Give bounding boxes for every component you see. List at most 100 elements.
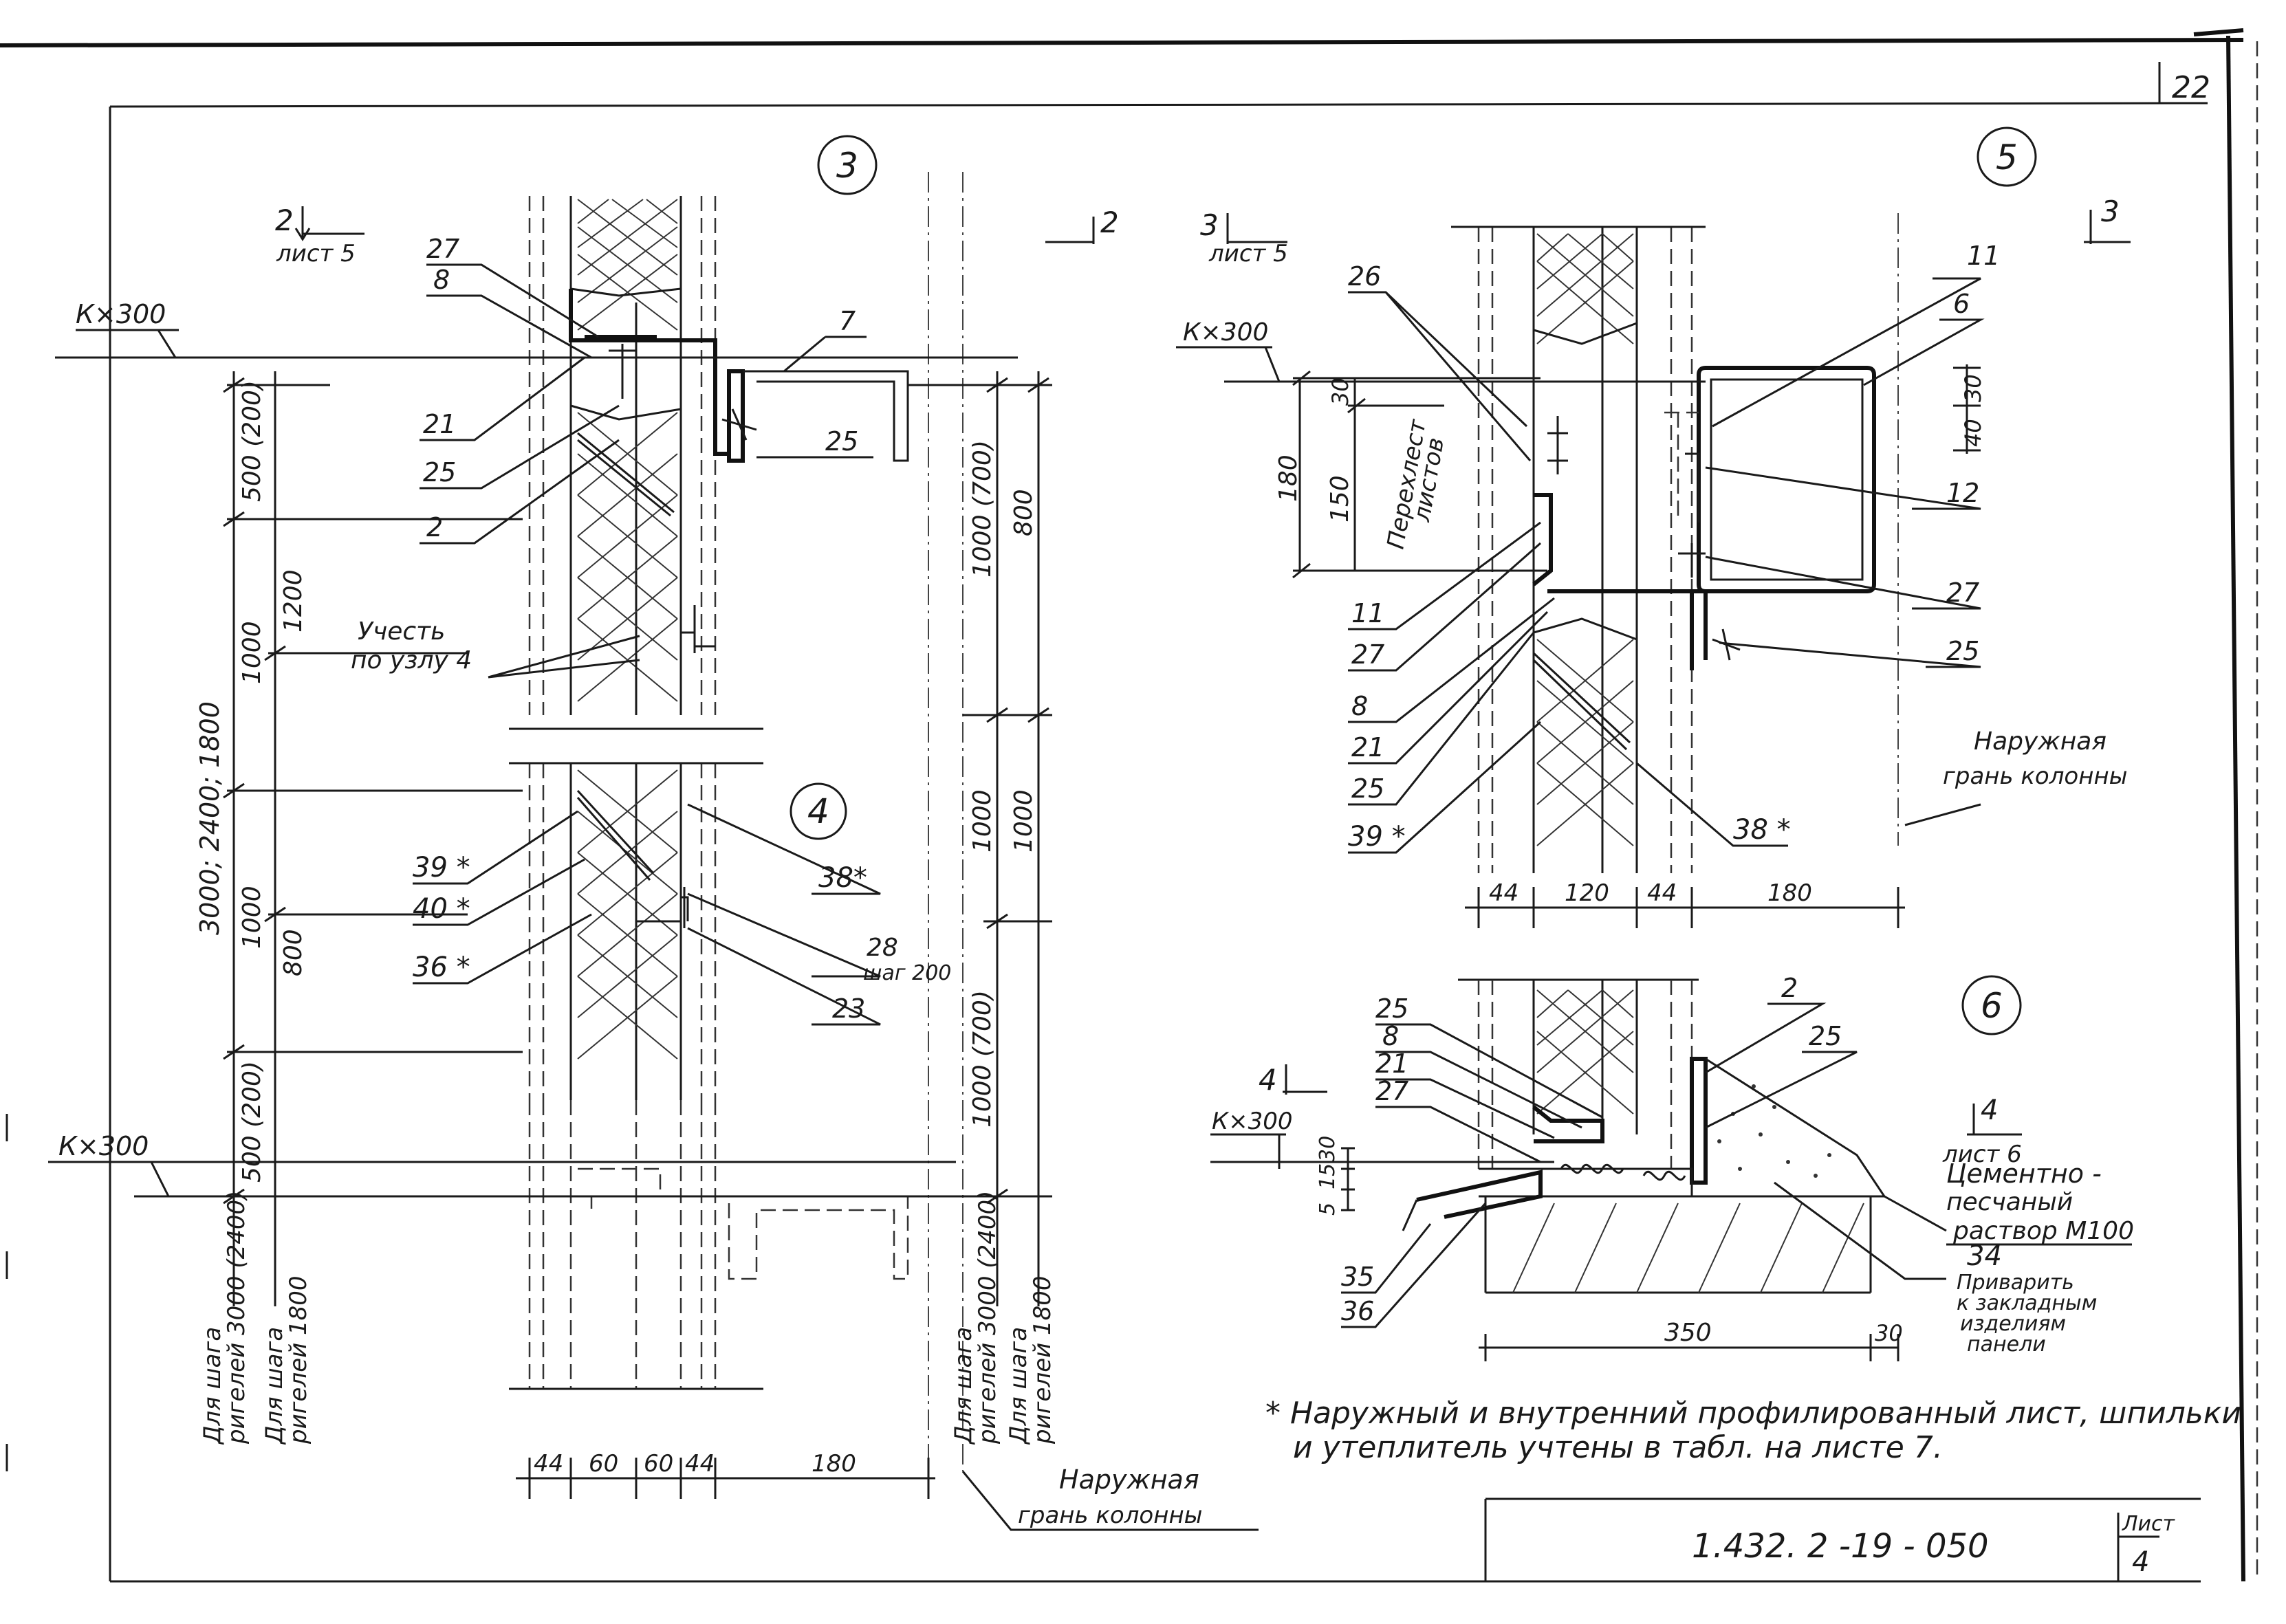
svg-text:30: 30 [1875,1320,1903,1346]
svg-text:шаг 200: шаг 200 [863,961,951,985]
left-wall-section [509,172,964,1471]
svg-text:5: 5 [1996,138,2018,177]
svg-text:44: 44 [1647,879,1677,907]
svg-text:лист 5: лист 5 [1208,240,1288,267]
svg-text:180: 180 [1274,454,1303,502]
svg-text:3: 3 [1200,208,1219,242]
node-5: 180 30 150 Перехлест листов 40 30 44 120… [1176,213,2128,928]
svg-text:Для шага: Для шага [1005,1327,1032,1445]
svg-text:25: 25 [1946,636,1979,666]
left-outer-face-1: Наружная [1059,1464,1199,1495]
sheet-label: Лист [2122,1512,2176,1536]
svg-text:150: 150 [1326,475,1354,523]
svg-text:27: 27 [1351,639,1384,670]
svg-text:25: 25 [1375,994,1408,1024]
svg-text:К×300: К×300 [1212,1108,1293,1135]
svg-text:ригелей 3000 (2400): ригелей 3000 (2400) [223,1191,250,1445]
svg-text:15: 15 [1316,1163,1340,1189]
section-marker-3-left: 3 лист 5 [1200,208,1288,267]
note-line-1: * Наружный и внутренний профилированный … [1265,1396,2241,1431]
svg-text:25: 25 [423,457,456,487]
svg-text:500 (200): 500 (200) [238,380,266,502]
svg-text:1000 (700): 1000 (700) [968,440,997,578]
svg-text:30: 30 [1316,1136,1340,1162]
svg-text:2: 2 [1100,206,1119,239]
svg-text:3: 3 [2101,195,2120,228]
svg-text:27: 27 [1375,1076,1408,1106]
svg-text:ригелей 1800: ригелей 1800 [1029,1275,1056,1445]
svg-text:Для шага: Для шага [261,1327,288,1445]
svg-text:Для шага: Для шага [950,1327,977,1445]
left-bottom-dims: 44 60 60 44 180 Наружная грань колонны [516,1450,1259,1531]
svg-text:8: 8 [433,265,450,295]
svg-text:1200: 1200 [279,569,307,633]
svg-text:ригелей 3000 (2400): ригелей 3000 (2400) [974,1191,1001,1445]
svg-text:2: 2 [1781,973,1798,1003]
svg-text:11: 11 [1351,598,1384,628]
svg-text:3: 3 [836,146,858,186]
svg-text:21: 21 [1375,1049,1408,1079]
svg-text:25: 25 [825,426,858,457]
callout-4: 4 [790,782,847,840]
svg-text:лист 5: лист 5 [276,240,356,267]
svg-text:по узлу 4: по узлу 4 [351,646,472,674]
svg-text:26: 26 [1348,261,1381,292]
svg-text:8: 8 [1351,691,1368,721]
svg-text:40: 40 [1960,419,1986,447]
svg-text:5: 5 [1316,1203,1340,1216]
section-marker-2-right: 2 [1045,206,1119,244]
svg-text:6: 6 [1953,289,1970,319]
svg-text:21: 21 [423,409,456,439]
svg-text:350: 350 [1664,1319,1712,1347]
left-level-markers: К×300 К×300 [48,299,1018,1198]
svg-text:27: 27 [426,234,459,264]
svg-text:60: 60 [644,1450,673,1478]
svg-text:К×300: К×300 [76,299,166,329]
svg-text:4: 4 [807,791,829,831]
svg-text:2: 2 [426,512,443,542]
sheet-value: 4 [2132,1546,2149,1578]
svg-text:23: 23 [832,994,865,1024]
left-labels: 27 8 7 21 25 2 25 Учесть по узлу 4 39 * … [351,234,951,1026]
svg-text:27: 27 [1946,578,1979,608]
svg-text:1000: 1000 [238,886,266,949]
svg-text:36: 36 [1341,1296,1374,1326]
svg-text:44: 44 [685,1450,715,1478]
section-marker-4: 4 4 лист 6 [1259,1063,2022,1168]
svg-text:44: 44 [1489,879,1518,907]
node5-outer-face-1: Наружная [1974,727,2107,756]
sheet-frame [0,28,2258,1583]
svg-text:500 (200): 500 (200) [238,1061,266,1183]
svg-text:39 *: 39 * [413,852,470,884]
svg-text:25: 25 [1351,773,1384,804]
callout-6: 6 [1961,975,2022,1035]
svg-text:к закладным: к закладным [1957,1291,2097,1315]
svg-text:изделиям: изделиям [1960,1312,2066,1336]
svg-text:6: 6 [1981,986,2003,1026]
svg-text:39 *: 39 * [1348,821,1406,853]
svg-text:К×300: К×300 [58,1131,149,1161]
svg-text:800: 800 [279,929,307,976]
svg-text:Приварить: Приварить [1957,1271,2074,1295]
svg-text:40 *: 40 * [413,893,470,925]
svg-text:21: 21 [1351,732,1384,762]
left-dimension-chain: 500 (200) 1000 1200 3000; 2400; 1800 100… [195,371,523,1445]
svg-text:4: 4 [1981,1095,1998,1126]
svg-text:34: 34 [1967,1240,2002,1272]
note-line-2: и утеплитель учтены в табл. на листе 7. [1293,1430,1943,1465]
svg-text:180: 180 [812,1450,856,1478]
svg-text:120: 120 [1565,879,1609,907]
svg-text:раствор М100: раствор М100 [1952,1217,2134,1245]
general-note: * Наружный и внутренний профилированный … [1265,1396,2241,1465]
svg-text:песчаный: песчаный [1946,1188,2073,1216]
svg-text:Цементно -: Цементно - [1946,1159,2102,1189]
svg-text:2: 2 [275,204,294,237]
sheet-number-top: 22 [2172,70,2210,105]
left-right-dimension-chain: 1000 (700) 800 1000 1000 1000 (700) Для … [908,371,1056,1445]
svg-text:7: 7 [839,306,856,336]
svg-text:36 *: 36 * [413,952,470,983]
svg-text:28: 28 [867,934,898,962]
section-marker-3-right: 3 [2084,195,2131,244]
svg-text:3000; 2400; 1800: 3000; 2400; 1800 [195,701,225,935]
